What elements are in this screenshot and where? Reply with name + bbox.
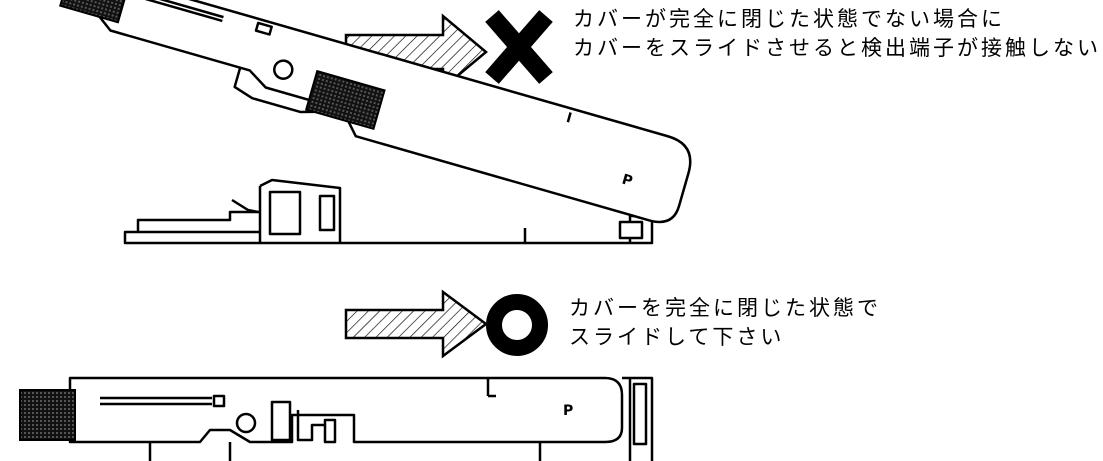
cross-mark-icon <box>485 10 553 84</box>
bottom-connector: P <box>68 376 654 461</box>
circle-mark-icon <box>486 294 548 356</box>
incorrect-case-line-1: カバーが完全に閉じた状態でない場合に <box>573 7 1005 31</box>
bottom-knurled-grip <box>19 389 76 441</box>
svg-text:P: P <box>620 172 634 190</box>
svg-text:P: P <box>563 403 573 419</box>
bottom-hatched-arrow <box>344 289 489 359</box>
correct-case-line-1: カバーを完全に閉じた状態で <box>569 296 881 320</box>
correct-case-line-2: スライドして下さい <box>569 325 785 349</box>
incorrect-case-line-2: カバーをスライドさせると検出端子が接触しない <box>573 36 1101 60</box>
top-tilted-cover: P <box>59 0 692 224</box>
incorrect-case-caption: カバーが完全に閉じた状態でない場合に カバーをスライドさせると検出端子が接触しな… <box>573 5 1101 63</box>
correct-case-caption: カバーを完全に閉じた状態で スライドして下さい <box>569 294 881 352</box>
